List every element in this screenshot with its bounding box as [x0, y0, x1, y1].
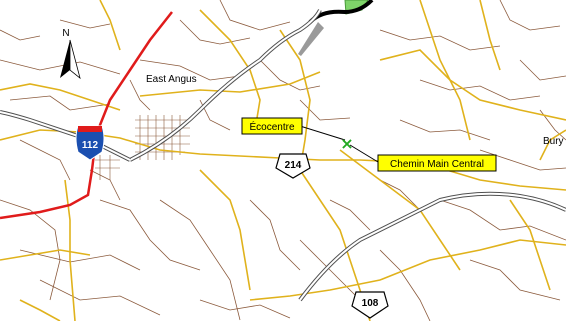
callout-chemin-main-central[interactable]: Chemin Main Central [377, 154, 497, 172]
place-label-east-angus: East Angus [146, 74, 197, 85]
callout-chemin-label: Chemin Main Central [390, 159, 484, 170]
x-marker-icon[interactable]: × [340, 134, 353, 153]
route-shield-214: 214 [275, 153, 311, 179]
north-label: N [62, 28, 69, 39]
callout-leader-chemin [349, 144, 379, 163]
interstate-shield-112: 112 [75, 125, 105, 161]
interstate-shield-112-number: 112 [82, 140, 99, 151]
callout-ecocentre-label: Écocentre [249, 120, 294, 133]
north-arrow-icon: N [60, 28, 81, 80]
callout-leader-ecocentre [299, 125, 346, 141]
route-shield-214-number: 214 [285, 160, 302, 171]
landmark-wedge [298, 22, 324, 56]
callout-ecocentre[interactable]: Écocentre [241, 117, 303, 135]
river [0, 9, 566, 302]
place-label-bury: Bury [543, 136, 564, 147]
route-shield-108-number: 108 [362, 298, 379, 309]
highway [0, 11, 173, 220]
route-shield-108: 108 [351, 291, 389, 319]
